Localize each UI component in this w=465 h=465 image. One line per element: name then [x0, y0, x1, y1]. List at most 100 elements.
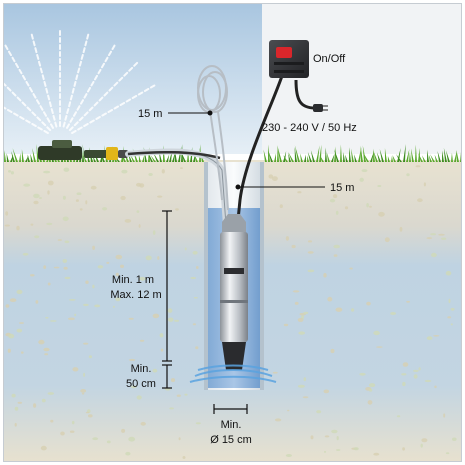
soil-pebble — [310, 435, 314, 440]
grass-blade — [384, 148, 387, 162]
grass-blade — [409, 152, 411, 162]
spray-droplet — [107, 109, 113, 113]
spray-droplet — [149, 84, 156, 89]
spray-droplet — [43, 111, 47, 117]
soil-pebble — [430, 233, 437, 236]
spray-droplet — [46, 117, 51, 123]
spray-droplet — [77, 126, 83, 131]
soil-pebble — [72, 367, 79, 372]
power-plug-icon[interactable] — [313, 104, 328, 112]
soil-pebble — [366, 203, 369, 208]
grass-blade — [277, 145, 279, 162]
spray-droplet — [119, 102, 126, 106]
spray-droplet — [125, 98, 132, 103]
soil-pebble — [7, 348, 11, 353]
grass-blade — [430, 154, 435, 162]
soil-pebble — [323, 389, 330, 394]
spray-droplet — [32, 93, 37, 99]
grass-blade — [92, 155, 96, 162]
soil-pebble — [9, 298, 17, 303]
spray-droplet — [13, 112, 19, 117]
spray-droplet — [36, 54, 40, 60]
soil-pebble — [47, 180, 54, 186]
spray-droplet — [46, 126, 52, 132]
spray-droplet — [64, 114, 68, 121]
control-box-icon[interactable] — [269, 40, 309, 78]
grass-blade — [294, 147, 297, 162]
soil-pebble — [294, 301, 299, 305]
grass-blade — [428, 154, 432, 162]
soil-pebble — [85, 411, 90, 414]
grass-blade — [437, 151, 441, 162]
spray-droplet — [98, 96, 104, 102]
spray-droplet — [84, 40, 88, 47]
soil-pebble — [152, 313, 160, 319]
soil-pebble — [402, 362, 409, 367]
soil-pebble — [336, 436, 339, 441]
soil-pebble — [402, 447, 405, 451]
soil-pebble — [121, 428, 126, 433]
spray-droplet — [8, 50, 12, 57]
bore-diameter-label-1: Min. — [221, 419, 242, 431]
soil-pebble — [4, 224, 10, 227]
grass-blade — [349, 147, 351, 162]
grass-blade — [446, 150, 450, 162]
grass-blade — [4, 150, 6, 162]
spray-droplet — [45, 87, 49, 94]
soil-pebble — [445, 452, 450, 455]
grass-blade — [406, 149, 410, 162]
spray-droplet — [0, 78, 2, 82]
soil-pebble — [40, 445, 47, 451]
soil-pebble — [69, 430, 75, 433]
grass-blade — [370, 151, 374, 162]
submersible-pump-icon — [220, 214, 248, 370]
soil-pebble — [33, 403, 37, 408]
spray-droplet — [83, 123, 89, 127]
soil-pebble — [8, 170, 11, 173]
soil-pebble — [50, 419, 54, 423]
grass-blade — [283, 154, 288, 162]
grass-blade — [194, 155, 198, 162]
dimension-submersion — [162, 210, 172, 362]
soil-pebble — [92, 437, 99, 441]
soil-pebble — [443, 413, 446, 418]
spray-droplet — [29, 87, 33, 93]
spray-droplet — [77, 67, 81, 74]
grass-blade — [340, 144, 342, 162]
switch-button[interactable] — [276, 47, 292, 58]
spray-droplet — [89, 119, 95, 124]
spray-droplet — [68, 101, 72, 108]
grass-blade — [25, 155, 29, 162]
soil-pebble — [359, 372, 366, 376]
soil-pebble — [50, 320, 57, 322]
soil-pebble — [283, 323, 289, 327]
soil-pebble — [47, 282, 51, 286]
soil-pebble — [33, 193, 40, 199]
spray-droplet — [82, 47, 86, 54]
soil-pebble — [5, 211, 9, 216]
soil-pebble — [450, 323, 453, 326]
spray-droplet — [93, 101, 99, 107]
grass-blade — [397, 147, 401, 162]
spray-droplet — [47, 94, 51, 101]
soil-pebble — [8, 333, 15, 339]
soil-pebble — [83, 342, 89, 345]
soil-pebble — [271, 176, 278, 182]
soil-pebble — [83, 303, 89, 307]
grass-blade — [83, 155, 87, 162]
soil-pebble — [14, 406, 19, 411]
soil-pebble — [115, 254, 123, 260]
soil-pebble — [307, 251, 314, 254]
soil-pebble — [69, 299, 76, 301]
spray-droplet — [101, 62, 105, 69]
soil-pebble — [377, 185, 382, 187]
soil-pebble — [424, 379, 432, 383]
soil-pebble — [145, 255, 152, 261]
grass-blade — [334, 146, 336, 162]
spray-droplet — [111, 44, 116, 51]
soil-pebble — [33, 200, 39, 205]
spray-droplet — [108, 50, 112, 57]
grass-blade — [268, 151, 273, 162]
soil-pebble — [43, 265, 47, 269]
